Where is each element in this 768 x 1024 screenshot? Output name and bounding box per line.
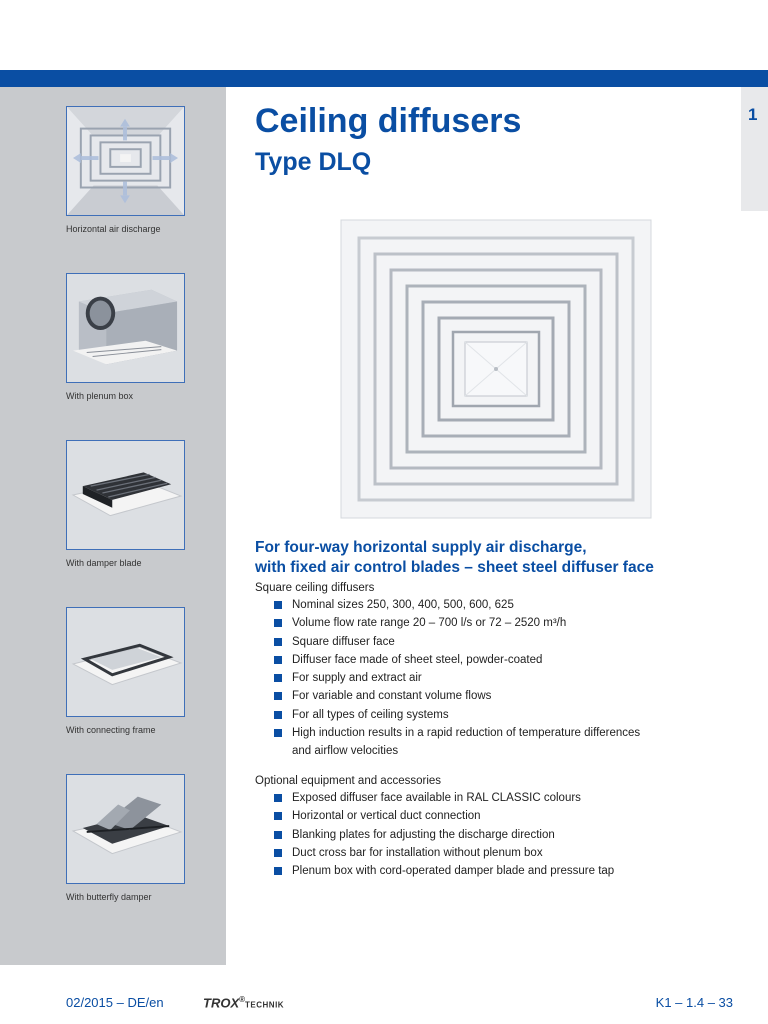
- list-item: For variable and constant volume flows: [274, 687, 744, 705]
- list-item: Blanking plates for adjusting the discha…: [274, 826, 744, 844]
- bullet-square-icon: [274, 655, 282, 664]
- list-item: Duct cross bar for installation without …: [274, 844, 744, 862]
- plenum-box-caption: With plenum box: [66, 391, 134, 401]
- bullet-square-icon: [274, 619, 282, 628]
- connecting-frame-caption: With connecting frame: [66, 725, 156, 735]
- product-headline: For four-way horizontal supply air disch…: [255, 539, 654, 576]
- list-item: For supply and extract air: [274, 669, 744, 687]
- bullet-square-icon: [274, 729, 282, 738]
- list-item: For all types of ceiling systems: [274, 706, 744, 724]
- bullet-square-icon: [274, 812, 282, 821]
- list-item: Square diffuser face: [274, 633, 744, 651]
- list-item: Exposed diffuser face available in RAL C…: [274, 789, 744, 807]
- section-label-square-diffusers: Square ceiling diffusers: [255, 582, 375, 594]
- damper-blade-caption: With damper blade: [66, 558, 142, 568]
- list-item: Nominal sizes 250, 300, 400, 500, 600, 6…: [274, 596, 744, 614]
- bullet-square-icon: [274, 692, 282, 701]
- list-item: Diffuser face made of sheet steel, powde…: [274, 651, 744, 669]
- page-subtitle: Type DLQ: [255, 148, 372, 176]
- feature-list: Nominal sizes 250, 300, 400, 500, 600, 6…: [274, 596, 744, 761]
- damper-blade-image: [66, 440, 185, 550]
- list-item: Horizontal or vertical duct connection: [274, 807, 744, 825]
- bullet-square-icon: [274, 637, 282, 646]
- list-item: Plenum box with cord-operated damper bla…: [274, 862, 744, 880]
- horizontal-discharge-image: [66, 106, 185, 216]
- section-label-optional-equipment: Optional equipment and accessories: [255, 775, 442, 787]
- diffuser-product-image: [337, 218, 655, 520]
- bullet-square-icon: [274, 830, 282, 839]
- bullet-square-icon: [274, 601, 282, 609]
- bullet-square-icon: [274, 794, 282, 802]
- trox-logo: TROX®TECHNIK: [203, 995, 285, 1011]
- footer-page-reference: K1 – 1.4 – 33: [655, 995, 733, 1010]
- bullet-square-icon: [274, 674, 282, 683]
- page-title: Ceiling diffusers: [255, 102, 522, 140]
- bullet-square-icon: [274, 848, 282, 857]
- chapter-number: 1: [748, 105, 758, 124]
- accessories-list: Exposed diffuser face available in RAL C…: [274, 789, 744, 880]
- header-bar: [0, 70, 768, 87]
- chapter-tab: [741, 87, 768, 211]
- connecting-frame-image: [66, 607, 185, 717]
- footer-date-language: 02/2015 – DE/en: [66, 995, 164, 1010]
- butterfly-damper-image: [66, 774, 185, 884]
- list-item: High induction results in a rapid reduct…: [274, 724, 744, 761]
- plenum-box-image: [66, 273, 185, 383]
- bullet-square-icon: [274, 867, 282, 876]
- bullet-square-icon: [274, 710, 282, 719]
- list-item: Volume flow rate range 20 – 700 l/s or 7…: [274, 614, 744, 632]
- butterfly-damper-caption: With butterfly damper: [66, 892, 152, 902]
- horizontal-discharge-caption: Horizontal air discharge: [66, 224, 161, 234]
